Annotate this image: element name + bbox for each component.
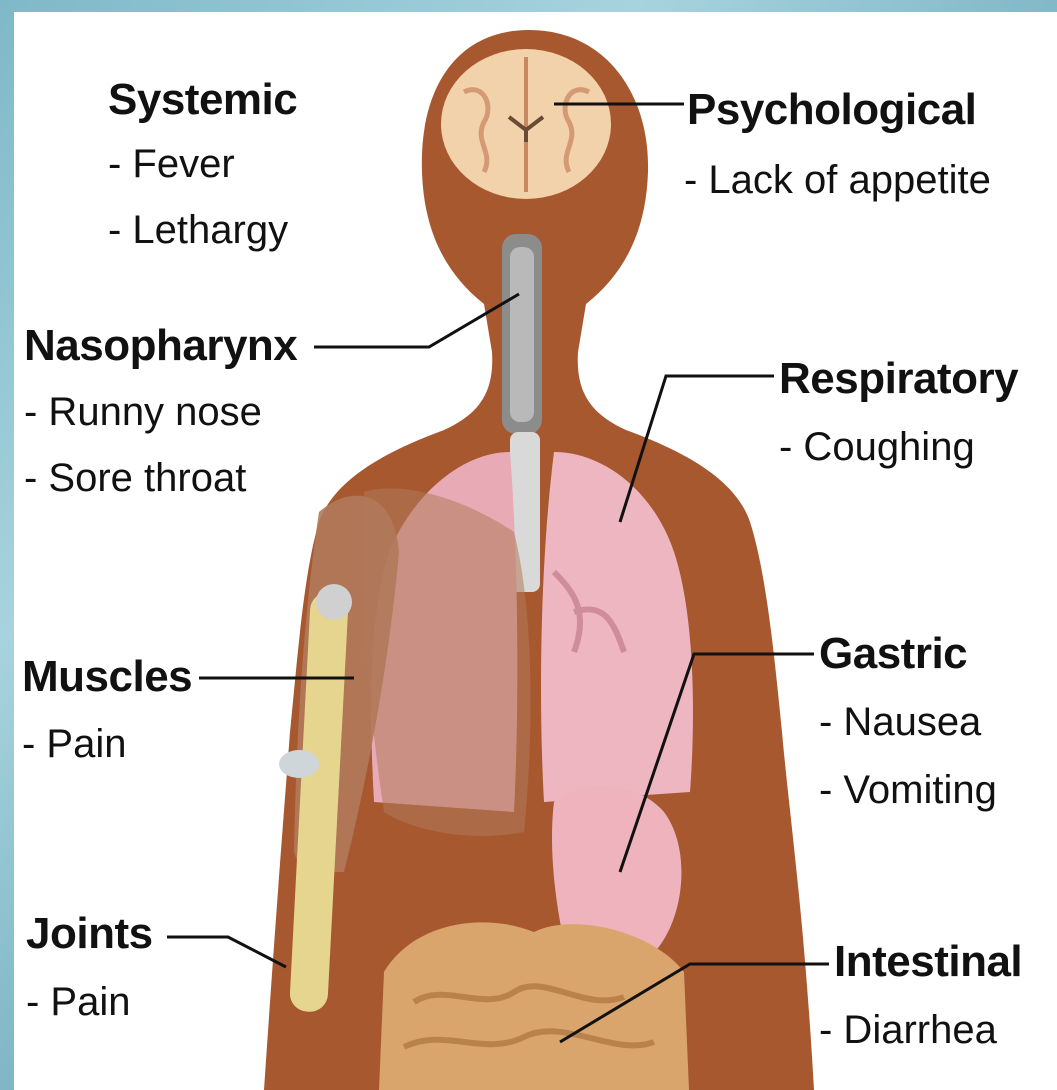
nasopharynx-item-1: - Runny nose — [24, 392, 262, 432]
systemic-item-1: - Fever — [108, 144, 235, 184]
respiratory-item-1: - Coughing — [779, 427, 975, 467]
joints-title: Joints — [26, 912, 153, 956]
systemic-item-2: - Lethargy — [108, 210, 288, 250]
intestinal-title: Intestinal — [834, 940, 1022, 984]
systemic-title: Systemic — [108, 78, 297, 122]
diagram-panel: Systemic - Fever - Lethargy Psychologica… — [14, 12, 1057, 1090]
gastric-title: Gastric — [819, 632, 967, 676]
nasopharynx-title: Nasopharynx — [24, 324, 297, 368]
muscles-item-1: - Pain — [22, 724, 127, 764]
gastric-item-1: - Nausea — [819, 702, 981, 742]
intestinal-item-1: - Diarrhea — [819, 1010, 997, 1050]
psychological-item-1: - Lack of appetite — [684, 160, 991, 200]
nasopharynx-item-2: - Sore throat — [24, 458, 246, 498]
joints-item-1: - Pain — [26, 982, 131, 1022]
brain — [441, 49, 611, 199]
respiratory-title: Respiratory — [779, 357, 1018, 401]
intestines — [379, 922, 689, 1090]
gastric-item-2: - Vomiting — [819, 770, 997, 810]
muscles-title: Muscles — [22, 655, 192, 699]
psychological-title: Psychological — [687, 88, 976, 132]
